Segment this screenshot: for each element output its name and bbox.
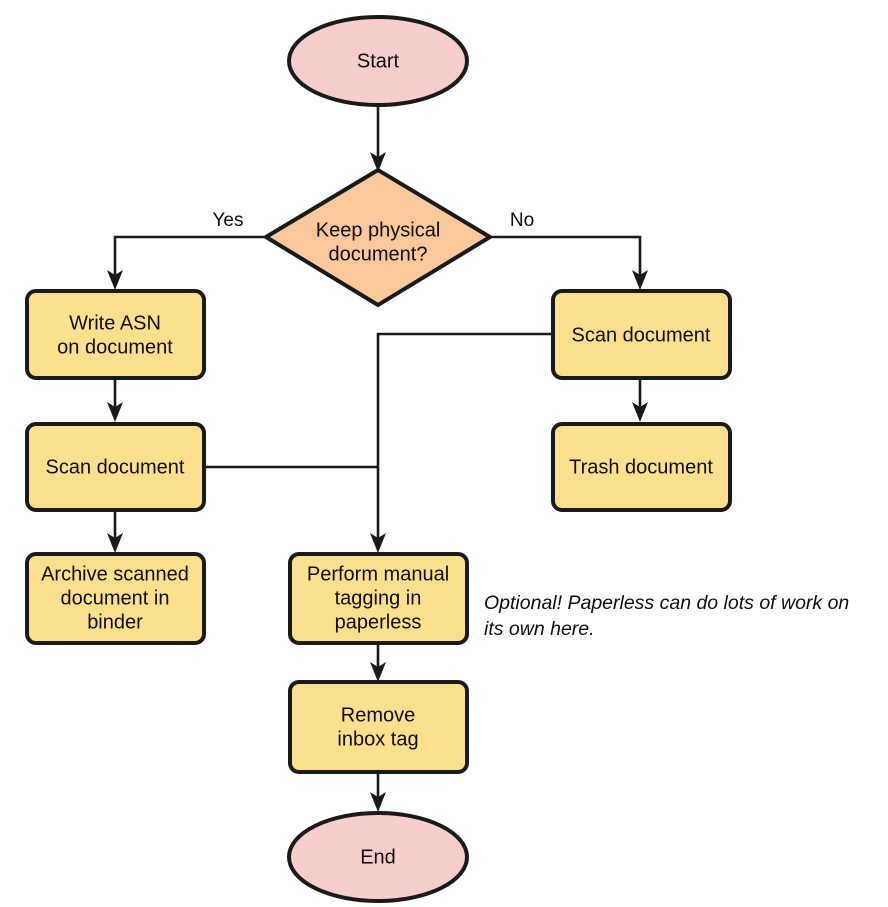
node-end[interactable]: End xyxy=(287,811,469,903)
node-write-asn-on-document[interactable]: Write ASN on document xyxy=(25,289,206,380)
edge-label-no: No xyxy=(510,210,534,231)
edge-decision-yes: Yes xyxy=(107,210,265,290)
node-label-decision-line2: document? xyxy=(329,243,428,265)
edge-scan-right-to-trash xyxy=(632,377,648,422)
node-label-scan-document-left: Scan document xyxy=(46,456,185,478)
arrowhead-icon xyxy=(370,152,386,172)
edge-decision-no: No xyxy=(490,210,648,290)
node-label-archive-line2: document in xyxy=(61,587,170,609)
node-trash-document[interactable]: Trash document xyxy=(551,422,732,512)
edge-label-yes: Yes xyxy=(213,210,244,231)
node-archive-scanned-document[interactable]: Archive scanned document in binder xyxy=(25,552,206,645)
node-label-tagging-line1: Perform manual xyxy=(307,563,449,585)
edge-remove-inbox-to-end xyxy=(370,771,386,812)
node-label-write-asn-line1: Write ASN xyxy=(69,312,161,334)
node-label-write-asn-line2: on document xyxy=(57,336,173,358)
node-label-tagging-line2: tagging in xyxy=(335,587,422,609)
node-start[interactable]: Start xyxy=(287,15,469,107)
process-box[interactable] xyxy=(25,422,206,512)
arrowhead-icon xyxy=(370,662,386,682)
node-label-remove-inbox-line1: Remove xyxy=(341,704,415,726)
note-line2: its own here. xyxy=(484,618,595,640)
edge-line xyxy=(490,235,642,278)
arrowhead-icon xyxy=(632,402,648,422)
node-label-archive-line3: binder xyxy=(87,611,143,633)
edge-line xyxy=(376,332,552,542)
node-remove-inbox-tag[interactable]: Remove inbox tag xyxy=(288,680,469,774)
arrowhead-icon xyxy=(107,533,123,553)
node-scan-document-right[interactable]: Scan document xyxy=(551,289,732,380)
process-box[interactable] xyxy=(551,289,732,380)
process-box[interactable] xyxy=(25,289,206,380)
edge-tagging-to-remove-inbox xyxy=(370,641,386,682)
arrowhead-icon xyxy=(632,270,648,290)
note-line1: Optional! Paperless can do lots of work … xyxy=(484,592,849,614)
edge-scan-right-to-tagging xyxy=(370,332,552,553)
start-ellipse[interactable] xyxy=(287,15,469,107)
process-box[interactable] xyxy=(288,552,469,645)
arrowhead-icon xyxy=(107,402,123,422)
node-label-tagging-line3: paperless xyxy=(335,611,422,633)
process-box[interactable] xyxy=(25,552,206,645)
node-label-archive-line1: Archive scanned xyxy=(41,563,189,585)
arrowhead-icon xyxy=(107,270,123,290)
node-label-trash-document: Trash document xyxy=(569,456,713,478)
arrowhead-icon xyxy=(370,792,386,812)
node-label-end: End xyxy=(360,846,396,868)
process-box[interactable] xyxy=(551,422,732,512)
annotation-note-optional: Optional! Paperless can do lots of work … xyxy=(484,592,849,640)
node-perform-manual-tagging[interactable]: Perform manual tagging in paperless xyxy=(288,552,469,645)
edge-scan-to-archive xyxy=(107,509,123,553)
node-label-decision-line1: Keep physical xyxy=(316,219,441,241)
arrowhead-icon xyxy=(370,533,386,553)
node-label-start: Start xyxy=(357,50,400,72)
node-label-remove-inbox-line2: inbox tag xyxy=(337,728,418,750)
end-ellipse[interactable] xyxy=(287,811,469,903)
node-scan-document-left[interactable]: Scan document xyxy=(25,422,206,512)
edge-start-to-decision xyxy=(370,105,386,172)
process-box[interactable] xyxy=(288,680,469,774)
node-label-scan-document-right: Scan document xyxy=(572,324,711,346)
edge-line xyxy=(113,235,265,278)
edge-write-asn-to-scan xyxy=(107,377,123,422)
decision-diamond[interactable] xyxy=(264,168,492,307)
node-decision-keep-physical-document[interactable]: Keep physical document? xyxy=(264,168,492,307)
